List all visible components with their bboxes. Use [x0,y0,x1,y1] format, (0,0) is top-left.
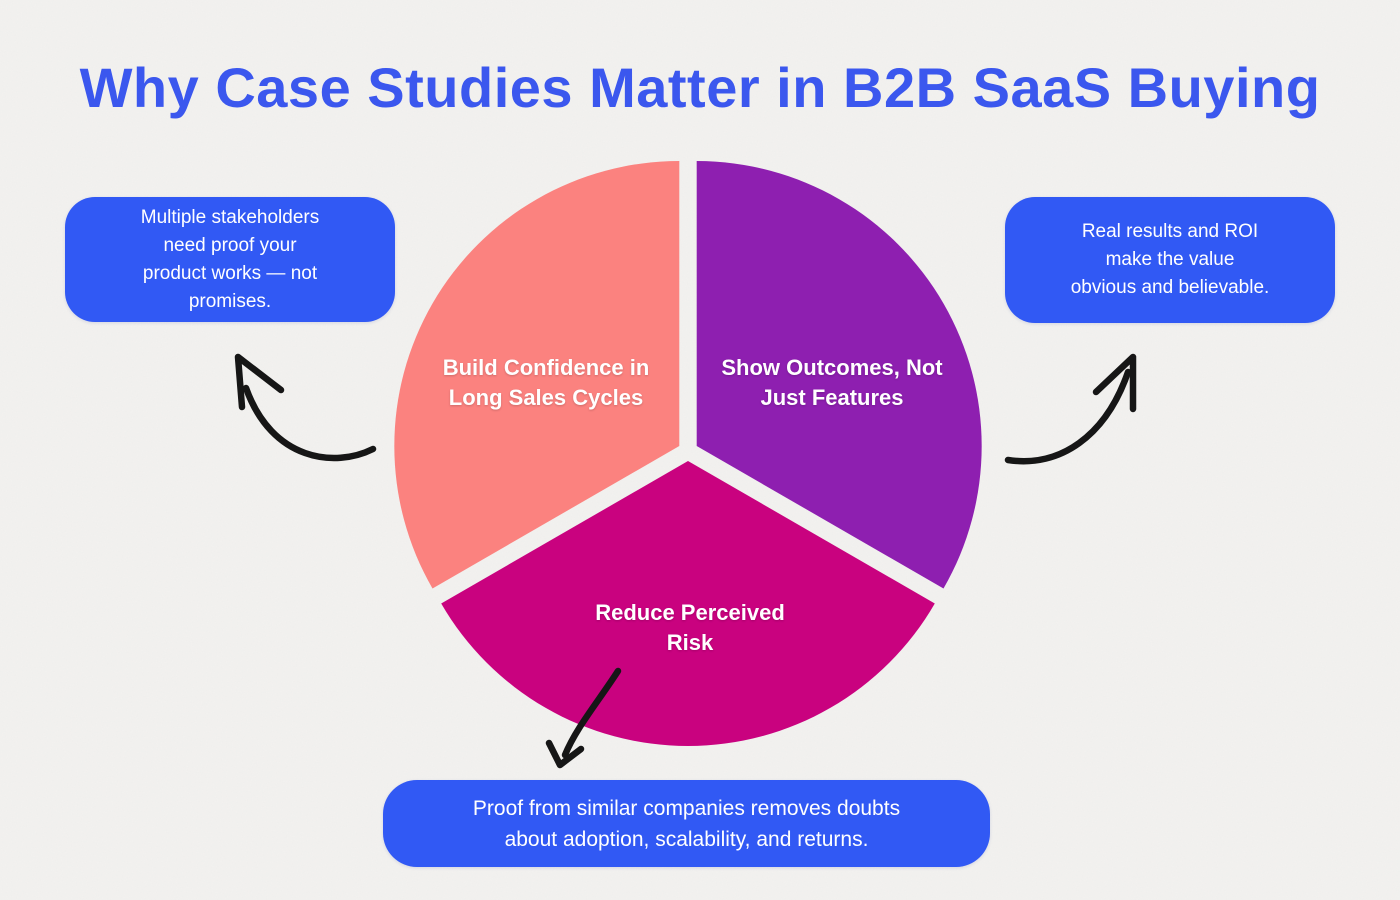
callout-right: Real results and ROI make the value obvi… [1005,197,1335,323]
segment-label-reduce-risk: Reduce Perceived Risk [555,598,825,658]
callout-text-line: need proof your [163,234,297,256]
pie-segment-build-confidence [394,161,680,589]
segment-label-line: Long Sales Cycles [448,385,644,410]
segment-label-line: Just Features [760,385,904,410]
callout-text-line: promises. [188,290,272,312]
callout-text-line: product works — not [142,262,318,284]
callout-text-line: Multiple stakeholders [140,206,320,228]
segment-label-build-confidence: Build Confidence in Long Sales Cycles [411,353,681,413]
segment-label-line: Reduce Perceived [595,600,785,625]
arrow-to-right-callout [1004,353,1137,465]
callout-left: Multiple stakeholders need proof your pr… [65,197,395,322]
arrow-to-bottom-callout [545,667,622,769]
segment-label-line: Build Confidence in [442,355,650,380]
pie-segment-reduce-risk [441,461,935,746]
arrow-to-left-callout [234,353,377,462]
segment-label-show-outcomes: Show Outcomes, Not Just Features [697,353,967,413]
pie-segment-show-outcomes [696,161,982,589]
callout-text-line: about adoption, scalability, and returns… [504,827,869,851]
segment-label-line: Show Outcomes, Not [721,355,943,380]
callout-bottom: Proof from similar companies removes dou… [383,780,990,867]
callout-text-line: Proof from similar companies removes dou… [472,796,901,820]
callout-text-line: Real results and ROI [1081,221,1259,242]
segment-label-line: Risk [666,630,714,655]
page-title: Why Case Studies Matter in B2B SaaS Buyi… [79,56,1321,119]
callout-text-line: obvious and believable. [1070,277,1270,298]
callout-text-line: make the value [1105,249,1235,270]
